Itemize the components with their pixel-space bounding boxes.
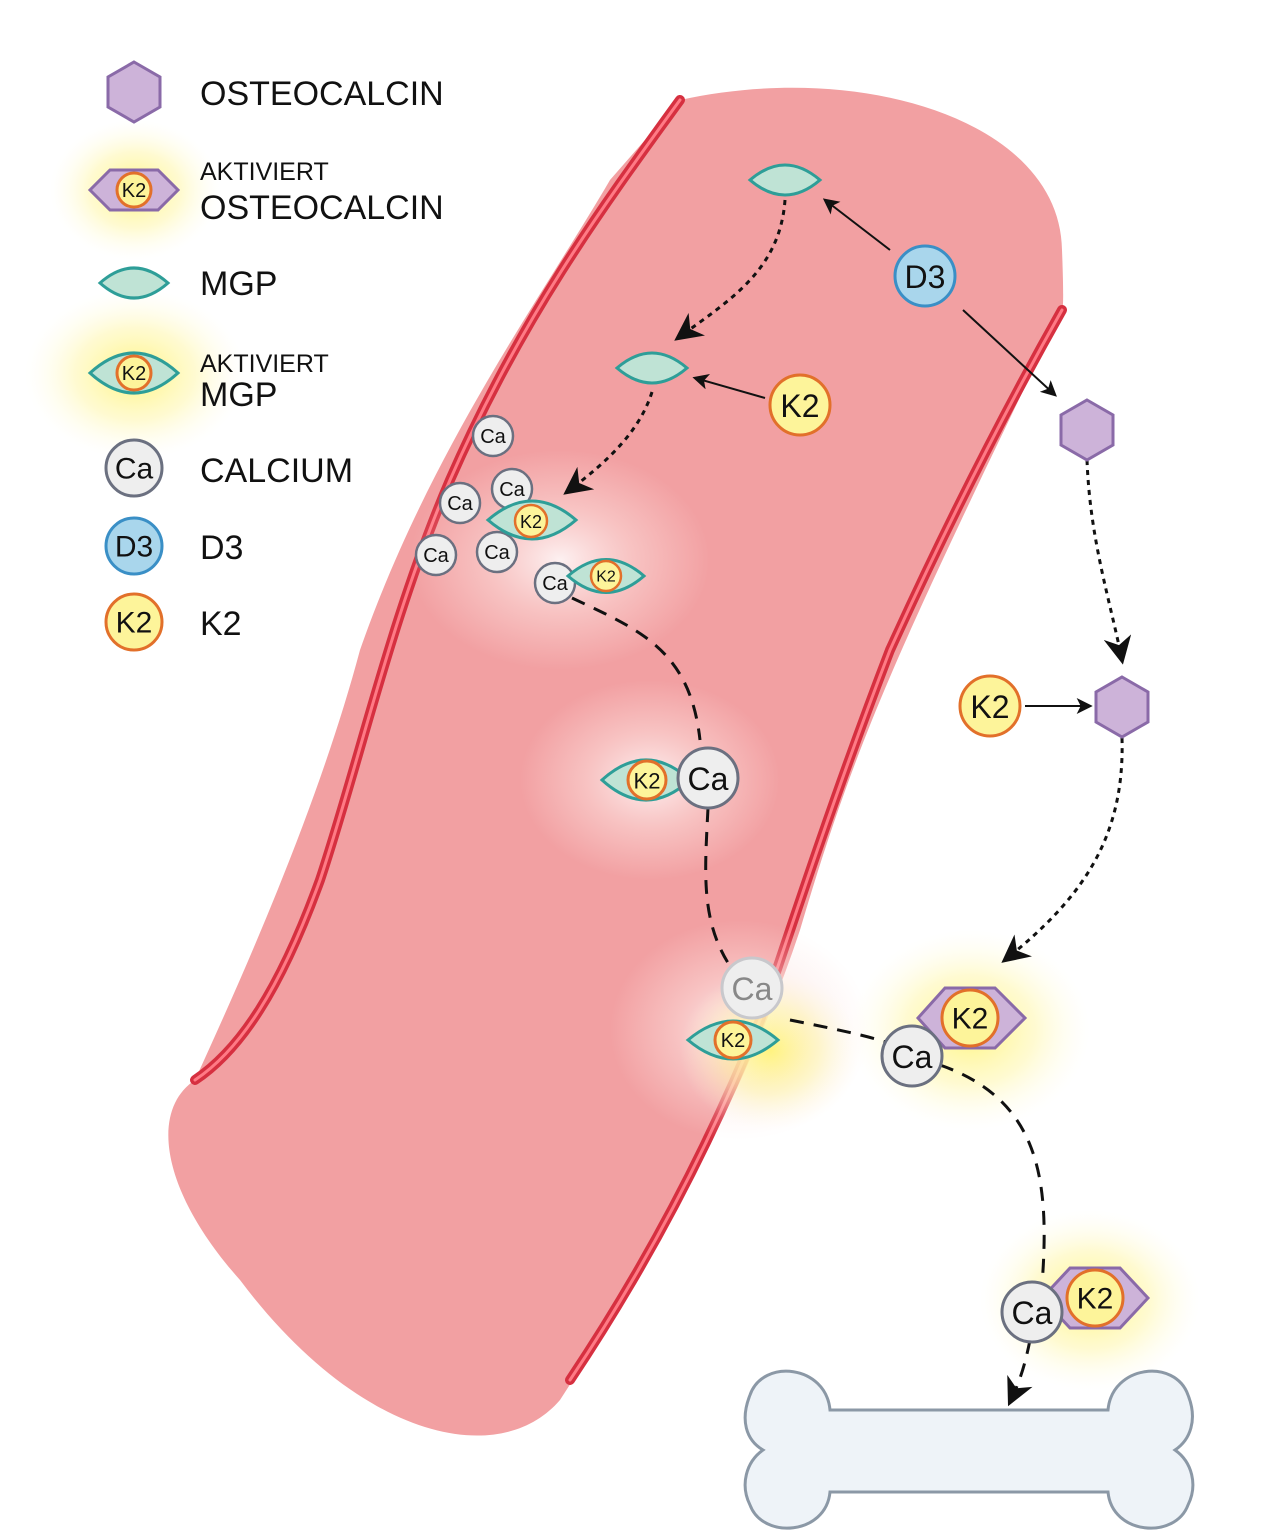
legend-activated-mgp-k2-icon	[115, 354, 153, 392]
bone-icon	[743, 1369, 1195, 1530]
legend-calcium-label: CALCIUM	[200, 452, 353, 490]
glow-wall-mgp-yellow	[680, 970, 860, 1130]
k2-label: K2	[952, 1003, 989, 1036]
legend-activated-mgp-label: MGP	[200, 376, 277, 414]
legend-k2-icon	[104, 592, 164, 652]
legend-osteocalcin-label: OSTEOCALCIN	[200, 75, 444, 113]
calcium-icon	[414, 533, 458, 577]
molecules: D3 K2 K2 Ca Ca Ca Ca Ca K2 Ca K2	[414, 163, 1151, 1344]
dashed-calcium-path-3	[789, 1018, 887, 1044]
calcium-label: Ca	[499, 479, 525, 501]
calcium-icon	[471, 414, 515, 458]
dotted-osteocalcin-down	[1085, 459, 1132, 665]
glow-calcium-cluster	[410, 450, 710, 670]
dashed-calcium-path-1	[571, 596, 702, 741]
k2-icon	[513, 503, 549, 539]
k2-label: K2	[596, 569, 616, 586]
mgp-icon	[614, 351, 690, 385]
k2-icon	[768, 373, 832, 437]
dashed-calcium-path-2	[704, 807, 732, 967]
calcium-icon	[880, 1024, 944, 1088]
calcium-label: Ca	[447, 493, 473, 515]
vessel-wall-right-highlight	[568, 308, 1064, 1382]
calcium-icon	[1000, 1280, 1064, 1344]
arrow-d3-to-osteocalcin	[962, 309, 1057, 397]
vessel-wall-left-highlight	[193, 98, 682, 1082]
k2-label: K2	[634, 769, 661, 794]
calcium-label: Ca	[484, 542, 510, 564]
legend-d3-icon	[104, 516, 164, 576]
calcium-label: Ca	[892, 1039, 933, 1075]
legend-mgp-icon	[97, 266, 171, 300]
legend-d3-symbol: D3	[115, 531, 153, 564]
calcium-icon	[676, 746, 740, 810]
legend-activated-osteocalcin-k2-label: K2	[122, 180, 146, 202]
arrow-d3-to-mgp	[822, 198, 891, 251]
osteocalcin-icon	[1094, 675, 1150, 739]
d3-icon	[893, 244, 957, 308]
k2-icon	[958, 674, 1022, 738]
k2-icon	[713, 1020, 753, 1060]
k2-icon	[626, 759, 668, 801]
legend-activated-mgp-prefix: AKTIVIERT	[200, 350, 329, 378]
dotted-osteocalcin-to-activated	[1001, 737, 1124, 963]
k2-icon	[1065, 1268, 1125, 1328]
k2-label: K2	[520, 512, 542, 532]
d3-label: D3	[905, 259, 946, 295]
legend-activated-osteocalcin-prefix: AKTIVIERT	[200, 158, 329, 186]
legend-osteocalcin-icon	[106, 60, 162, 124]
k2-icon	[589, 559, 623, 593]
legend-activated-osteocalcin-k2-icon	[115, 171, 153, 209]
k2-label: K2	[780, 388, 819, 424]
arrow-k2-to-mgp	[692, 373, 766, 399]
legend-k2-label: K2	[200, 605, 242, 643]
mgp-icon	[747, 163, 823, 197]
calcium-label: Ca	[542, 573, 568, 595]
k2-label: K2	[970, 689, 1009, 725]
dotted-mgp-to-cluster	[563, 391, 654, 495]
calcium-label: Ca	[423, 545, 449, 567]
legend-calcium-symbol: Ca	[115, 453, 154, 486]
dashed-calcium-path-4	[939, 1063, 1046, 1286]
calcium-label: Ca	[480, 426, 506, 448]
osteocalcin-icon	[1059, 398, 1115, 462]
calcium-label: Ca	[1012, 1295, 1053, 1331]
calcium-icon	[720, 956, 784, 1020]
legend-calcium-icon	[104, 438, 164, 498]
legend-k2-symbol: K2	[116, 607, 153, 640]
calcium-icon	[438, 481, 482, 525]
legend-activated-mgp-k2-label: K2	[122, 363, 146, 385]
legend: OSTEOCALCIN K2 AKTIVIERT OSTEOCALCIN MGP…	[25, 60, 444, 652]
calcium-label: Ca	[688, 761, 729, 797]
k2-label: K2	[721, 1030, 745, 1052]
k2-label: K2	[1077, 1283, 1114, 1316]
legend-activated-osteocalcin-label: OSTEOCALCIN	[200, 189, 444, 227]
dashed-calcium-to-bone	[1007, 1339, 1033, 1407]
dotted-mgp-to-mgp	[674, 199, 787, 341]
arrows	[563, 198, 1132, 1407]
legend-d3-label: D3	[200, 529, 243, 567]
k2-icon	[940, 988, 1000, 1048]
legend-mgp-label: MGP	[200, 265, 277, 303]
calcium-icon	[475, 530, 519, 574]
calcium-label: Ca	[732, 971, 773, 1007]
